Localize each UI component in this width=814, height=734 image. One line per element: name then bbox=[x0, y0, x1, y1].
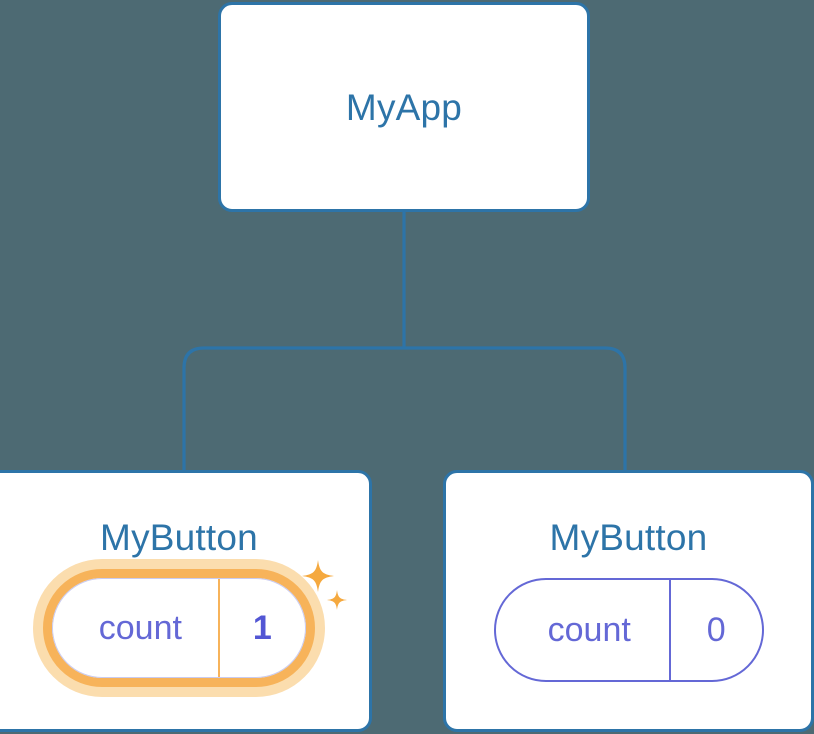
prop-pill-left-wrap: count 1 bbox=[33, 559, 347, 697]
prop-pill-right-wrap: count 0 bbox=[493, 578, 764, 682]
node-mybutton-right-title: MyButton bbox=[549, 517, 708, 558]
sparkle-large-icon bbox=[302, 560, 334, 592]
prop-value-count-left: 1 bbox=[252, 609, 272, 647]
prop-key-count-left: count bbox=[53, 579, 220, 677]
node-mybutton-right[interactable]: MyButton count 0 bbox=[443, 470, 814, 732]
prop-key-count-right: count bbox=[496, 580, 671, 680]
sparkle-small-icon bbox=[327, 590, 347, 610]
prop-value-count-right: 0 bbox=[706, 611, 726, 649]
node-mybutton-left-title: MyButton bbox=[100, 517, 258, 558]
sparkle-icons-group bbox=[302, 560, 347, 610]
edge-root-to-children bbox=[182, 346, 627, 470]
node-myapp[interactable]: MyApp bbox=[218, 2, 590, 212]
node-myapp-title: MyApp bbox=[345, 86, 463, 128]
prop-pill-count-left[interactable]: count 1 bbox=[52, 578, 306, 678]
prop-pill-count-right[interactable]: count 0 bbox=[493, 578, 764, 682]
node-mybutton-left[interactable]: MyButton count 1 bbox=[0, 470, 372, 732]
